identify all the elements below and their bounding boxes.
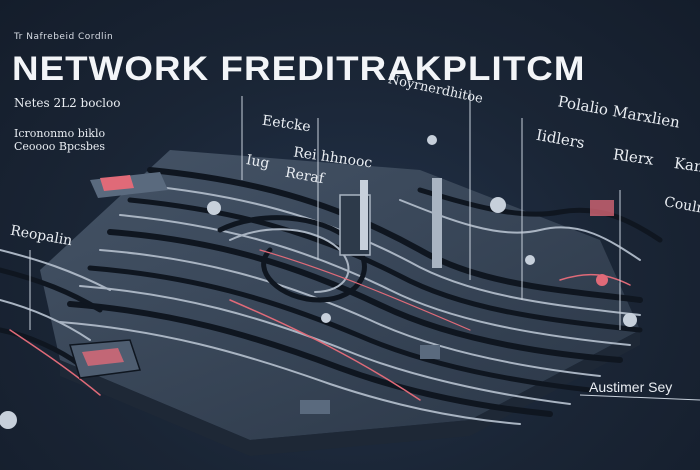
subtitle-a: Netes 2L2 bocloo — [14, 96, 121, 110]
subtitle-b-line2: Ceoooo Bpcsbes — [14, 140, 106, 153]
components — [0, 135, 637, 429]
guide-lines — [29, 90, 700, 401]
subtitle-b-line1: Icrononmo biklo — [14, 127, 106, 140]
callout-label-12: Austimer Sey — [589, 379, 673, 395]
circuit-traces — [0, 167, 663, 425]
subtitle-b: Icrononmo biklo Ceoooo Bpcsbes — [14, 127, 105, 153]
circuit-board-edge — [60, 330, 640, 456]
small-caption: Tr Nafrebeid Cordlin — [14, 32, 114, 42]
page-title: NETWORK FREDITRAKPLITCM — [12, 50, 586, 88]
